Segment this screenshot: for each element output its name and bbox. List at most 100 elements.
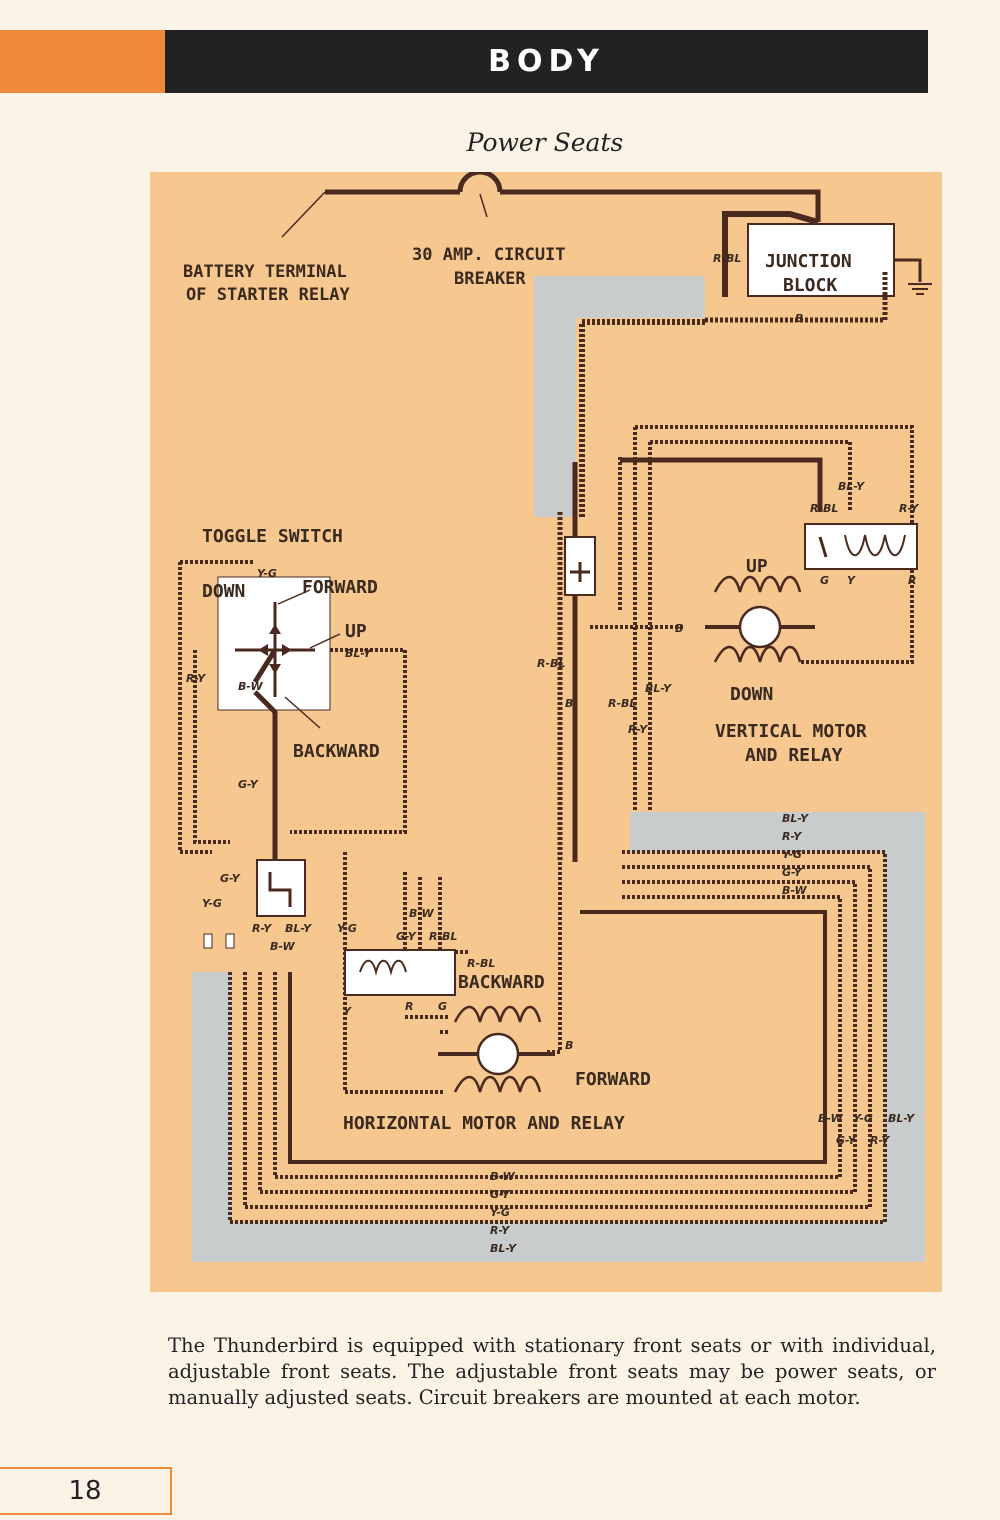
ground-wire: [894, 258, 922, 282]
wire-code-b-horizontal: B: [565, 1039, 573, 1052]
wire-code-yg-right: Y-G: [853, 1112, 873, 1125]
horizontal-relay-box: [344, 949, 456, 996]
page-subtitle: Power Seats: [466, 128, 624, 157]
wire-code-bly-center: BL-Y: [645, 682, 672, 695]
yg-connector: [203, 933, 213, 949]
vertical-rbl-wire: [620, 457, 823, 512]
wire-code-gy-bottom: G-Y: [490, 1188, 511, 1201]
wire-code-ry-vertical: R-Y: [899, 502, 919, 515]
wire-code-ry-bottom: R-Y: [490, 1224, 510, 1237]
section-title: BODY: [488, 44, 605, 79]
junction-label-1: JUNCTION: [765, 251, 852, 272]
harness-wire-1: [228, 850, 887, 1224]
vertical-down-label: DOWN: [730, 684, 773, 705]
wire-code-g-horizontal: G: [438, 1000, 447, 1013]
wire-code-yg-horizontal: Y-G: [337, 922, 357, 935]
wire-code-r-vertical: R: [908, 574, 916, 587]
wire-code-bw-horizontal: B-W: [409, 907, 434, 920]
orange-tab: [0, 30, 165, 93]
toggle-forward-label: FORWARD: [302, 577, 378, 598]
diagram-labels: BATTERY TERMINAL OF STARTER RELAY 30 AMP…: [183, 245, 919, 1255]
wire-code-ry-toggle: R-Y: [186, 672, 206, 685]
horizontal-rg-wires: [405, 1015, 450, 1034]
harness-wire-5: [288, 910, 827, 1164]
horizontal-breaker-icon: [268, 872, 292, 907]
toggle-ry-wire: [193, 650, 230, 844]
wire-code-yg-harness: Y-G: [782, 848, 802, 861]
wire-code-rbl-vertical: R-BL: [810, 502, 838, 515]
harness-wire-4: [273, 895, 842, 1179]
wire-code-rbl-relay: R-BL: [467, 957, 495, 970]
wire-code-yg-toggle: Y-G: [257, 567, 277, 580]
wire-code-gy-toggle: G-Y: [238, 778, 259, 791]
vertical-up-coil: [713, 575, 802, 593]
breaker-label-2: BREAKER: [454, 269, 526, 289]
wire-code-bly-breaker: BL-Y: [285, 922, 312, 935]
wire-code-bly-bottom: BL-Y: [490, 1242, 517, 1255]
breaker-label-1: 30 AMP. CIRCUIT: [412, 245, 566, 265]
wire-code-b-junction: B: [795, 312, 803, 325]
wiring-diagram-svg: [178, 172, 932, 1262]
up-pointer: [309, 633, 341, 649]
section-header-bar: BODY: [165, 30, 928, 93]
toggle-arrow-icons: [258, 624, 292, 674]
page-number: 18: [68, 1476, 102, 1506]
ground-icon: [908, 283, 932, 295]
vertical-breaker-icon: [570, 562, 590, 582]
wire-code-rbl-junction: R-BL: [713, 252, 741, 265]
toggle-yg-wire: [178, 560, 255, 854]
horizontal-yg-wire: [343, 852, 445, 1094]
vertical-down-coil: [713, 645, 802, 663]
toggle-bly-wire: [290, 648, 407, 834]
rbl-feed-wire: [722, 211, 819, 297]
wire-code-gy-right: G-Y: [836, 1134, 857, 1147]
wire-code-r-horizontal: R: [405, 1000, 413, 1013]
wire-code-b-center: B: [565, 697, 573, 710]
wiring-diagram: BATTERY TERMINAL OF STARTER RELAY 30 AMP…: [150, 172, 942, 1292]
horizontal-forward-label: FORWARD: [575, 1069, 651, 1090]
lower-conduit: [192, 812, 925, 1262]
horizontal-forward-coil: [453, 1075, 542, 1093]
breaker-pointer: [479, 193, 488, 218]
wire-code-y-vertical: Y: [847, 574, 856, 587]
vertical-relay-switch: [818, 536, 828, 558]
wire-code-bly-harness: BL-Y: [782, 812, 809, 825]
gy-connector: [225, 933, 235, 949]
vertical-bly-wire: [650, 440, 852, 512]
wire-code-gy-left: G-Y: [220, 872, 241, 885]
battery-label-1: BATTERY TERMINAL: [183, 262, 347, 282]
battery-label-2: OF STARTER RELAY: [186, 285, 351, 305]
backward-pointer: [284, 696, 321, 729]
wire-code-rbl-center: R-BL: [537, 657, 565, 670]
vertical-relay-coil: [844, 534, 906, 556]
vertical-r-y-loop: [635, 425, 914, 664]
wire-code-gy-harness: G-Y: [782, 866, 803, 879]
horizontal-breaker: [256, 859, 306, 917]
wire-code-yg-left: Y-G: [202, 897, 222, 910]
wire-code-ry-lower: R-Y: [628, 723, 648, 736]
toggle-down-label: DOWN: [202, 581, 245, 602]
wire-code-yg-bottom: Y-G: [490, 1206, 510, 1219]
wire-code-g-vertical: G: [820, 574, 829, 587]
vertical-motor-label-2: AND RELAY: [745, 745, 843, 766]
body-paragraph: The Thunderbird is equipped with station…: [168, 1334, 936, 1409]
b-wire: [579, 319, 705, 517]
wire-code-bw-breaker: B-W: [270, 940, 295, 953]
toggle-up-label: UP: [345, 621, 367, 642]
wire-code-b-motor: B: [675, 622, 683, 635]
wire-code-bw-right: B-W: [818, 1112, 843, 1125]
wire-code-bw-bottom: B-W: [490, 1170, 515, 1183]
wire-code-gy-horizontal: G-Y: [396, 930, 417, 943]
harness-wire-3: [258, 880, 857, 1194]
junction-block-box: [747, 223, 895, 297]
wire-code-bly-vertical: BL-Y: [838, 480, 865, 493]
horizontal-motor-label: HORIZONTAL MOTOR AND RELAY: [343, 1113, 625, 1134]
wire-code-rbl-lower: R-BL: [608, 697, 636, 710]
horizontal-backward-label: BACKWARD: [458, 972, 545, 993]
circuit-breaker-symbol: [457, 172, 503, 193]
wire-code-rbl-horizontal: R-BL: [429, 930, 457, 943]
horizontal-relay-coil: [359, 959, 407, 976]
toggle-backward-label: BACKWARD: [293, 741, 380, 762]
main-conduit: [534, 276, 705, 517]
horizontal-backward-coil: [453, 1005, 542, 1023]
